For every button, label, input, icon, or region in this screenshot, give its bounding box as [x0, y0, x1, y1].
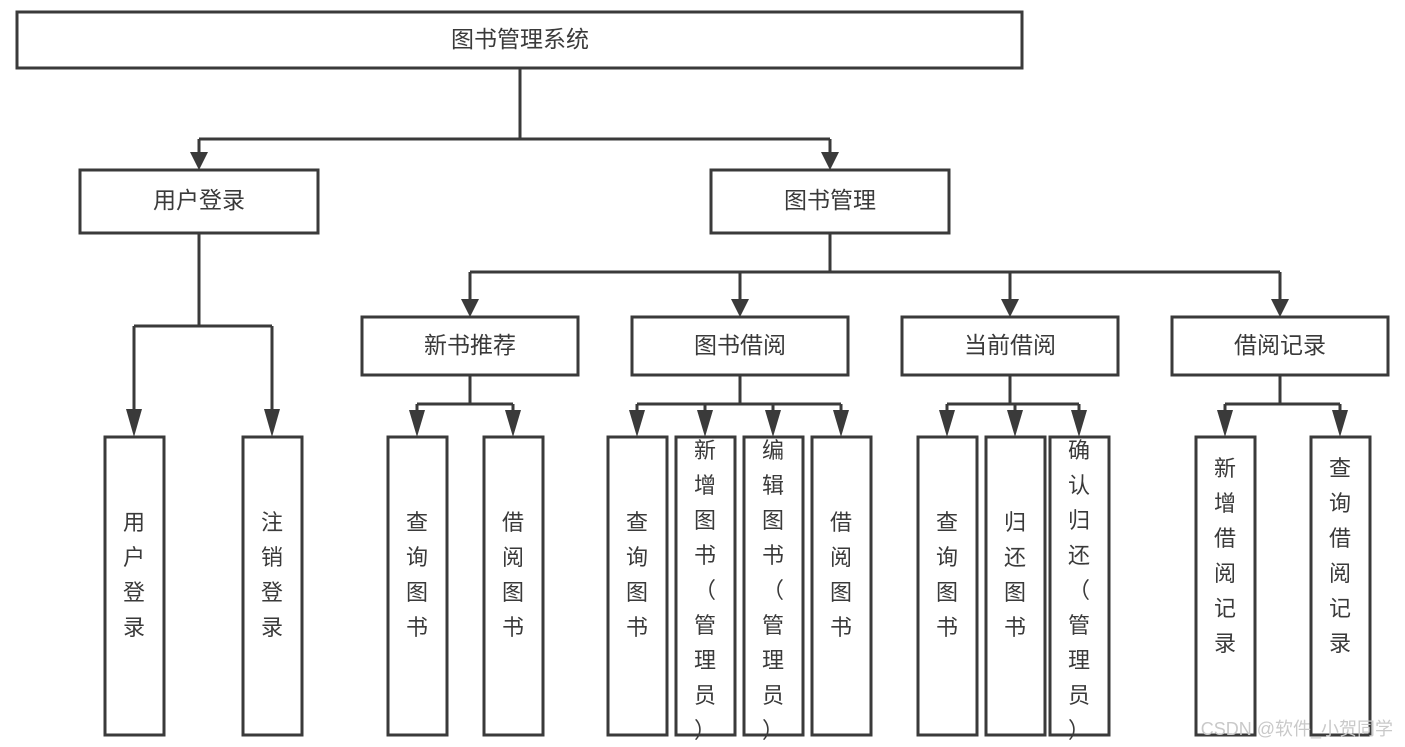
arrow-icon-nb-c1 [409, 410, 425, 437]
node-borrow-record-label: 借阅记录 [1234, 332, 1326, 358]
arrow-icon-br-c2 [1332, 410, 1348, 437]
leaf-node[interactable]: 用户登录 [103, 435, 166, 737]
leaf-label: 查询图书 [626, 510, 648, 640]
node-book-manage-box [709, 168, 951, 235]
node-book-manage-label: 图书管理 [784, 187, 876, 213]
node-book-borrow-box [630, 315, 850, 377]
node-new-book-recommend-label: 新书推荐 [424, 332, 516, 358]
leaf-node[interactable]: 查询借阅记录 [1309, 435, 1372, 737]
leaf-group-book-borrow: 查询图书 新增图书（管理员） 编辑图书（管理员） 借阅图书 [606, 435, 873, 743]
node-book-borrow[interactable]: 图书借阅 [630, 315, 850, 377]
leaf-label: 新增图书（管理员） [694, 438, 716, 743]
node-user-login-box [78, 168, 320, 235]
leaf-label: 借阅图书 [830, 510, 852, 640]
leaf-group-current-borrow: 查询图书 归还图书 确认归还（管理员） [916, 435, 1111, 743]
leaf-group-new-book-recommend: 查询图书 借阅图书 [386, 435, 545, 737]
arrow-icon-bb-c1 [629, 410, 645, 437]
node-root[interactable]: 图书管理系统 [15, 10, 1024, 70]
node-user-login[interactable]: 用户登录 [78, 168, 320, 235]
leaf-node[interactable]: 查询图书 [386, 435, 449, 737]
node-book-manage[interactable]: 图书管理 [709, 168, 951, 235]
arrow-icon-bb-c2 [697, 410, 713, 437]
leaf-box [386, 435, 449, 737]
leaf-box [241, 435, 304, 737]
node-root-label: 图书管理系统 [451, 26, 589, 52]
node-borrow-record[interactable]: 借阅记录 [1170, 315, 1390, 377]
node-new-book-recommend[interactable]: 新书推荐 [360, 315, 580, 377]
arrow-icon-leaf-user-login [126, 409, 142, 437]
leaf-node[interactable]: 查询图书 [916, 435, 979, 737]
leaf-box [984, 435, 1047, 737]
arrow-icon-nb-c2 [505, 410, 521, 437]
arrow-icon-user-login [190, 152, 208, 170]
arrow-icon-current-borrow [1001, 299, 1019, 317]
leaf-node[interactable]: 归还图书 [984, 435, 1047, 737]
leaf-label: 查询图书 [406, 510, 428, 640]
arrow-icon-book-manage [821, 152, 839, 170]
leaf-node[interactable]: 查询图书 [606, 435, 669, 737]
arrowhead-group [126, 152, 1348, 437]
arrow-icon-cb-c2 [1007, 410, 1023, 437]
leaf-label: 注销登录 [261, 510, 283, 640]
leaf-box [916, 435, 979, 737]
node-user-login-label: 用户登录 [153, 187, 245, 213]
csdn-watermark: CSDN @软件_小贺同学 [1200, 719, 1393, 739]
leaf-label: 用户登录 [123, 510, 145, 640]
leaf-box [606, 435, 669, 737]
arrow-icon-cb-c1 [939, 410, 955, 437]
node-current-borrow-label: 当前借阅 [964, 332, 1056, 358]
node-root-box [15, 10, 1024, 70]
leaf-node[interactable]: 借阅图书 [810, 435, 873, 737]
leaf-box [742, 435, 805, 737]
leaf-node[interactable]: 确认归还（管理员） [1048, 435, 1111, 743]
leaf-box [482, 435, 545, 737]
leaf-label: 新增借阅记录 [1214, 456, 1236, 656]
leaf-group-borrow-record: 新增借阅记录 查询借阅记录 [1194, 435, 1372, 737]
node-current-borrow[interactable]: 当前借阅 [900, 315, 1120, 377]
leaf-label: 查询图书 [936, 510, 958, 640]
leaf-node[interactable]: 新增图书（管理员） [674, 435, 737, 743]
leaf-label: 确认归还（管理员） [1068, 438, 1090, 743]
leaf-label: 归还图书 [1004, 510, 1026, 640]
arrow-icon-new-book [461, 299, 479, 317]
node-new-book-recommend-box [360, 315, 580, 377]
leaf-box [1048, 435, 1111, 737]
node-book-borrow-label: 图书借阅 [694, 332, 786, 358]
leaf-node[interactable]: 编辑图书（管理员） [742, 435, 805, 743]
node-current-borrow-box [900, 315, 1120, 377]
leaf-box [1309, 435, 1372, 737]
leaf-node[interactable]: 借阅图书 [482, 435, 545, 737]
arrow-icon-br-c1 [1217, 410, 1233, 437]
leaf-label: 借阅图书 [502, 510, 524, 640]
leaf-group-user-login: 用户登录 注销登录 [103, 435, 304, 737]
arrow-icon-bb-c4 [833, 410, 849, 437]
leaf-label: 查询借阅记录 [1329, 456, 1351, 656]
leaf-box [103, 435, 166, 737]
arrow-icon-book-borrow [731, 299, 749, 317]
arrow-icon-cb-c3 [1071, 410, 1087, 437]
leaf-box [674, 435, 737, 737]
arrow-icon-bb-c3 [765, 410, 781, 437]
arrow-icon-leaf-logout [264, 409, 280, 437]
node-borrow-record-box [1170, 315, 1390, 377]
leaf-label: 编辑图书（管理员） [762, 438, 784, 743]
leaf-box [1194, 435, 1257, 737]
leaf-node[interactable]: 新增借阅记录 [1194, 435, 1257, 737]
leaf-box [810, 435, 873, 737]
leaf-node[interactable]: 注销登录 [241, 435, 304, 737]
arrow-icon-borrow-record [1271, 299, 1289, 317]
